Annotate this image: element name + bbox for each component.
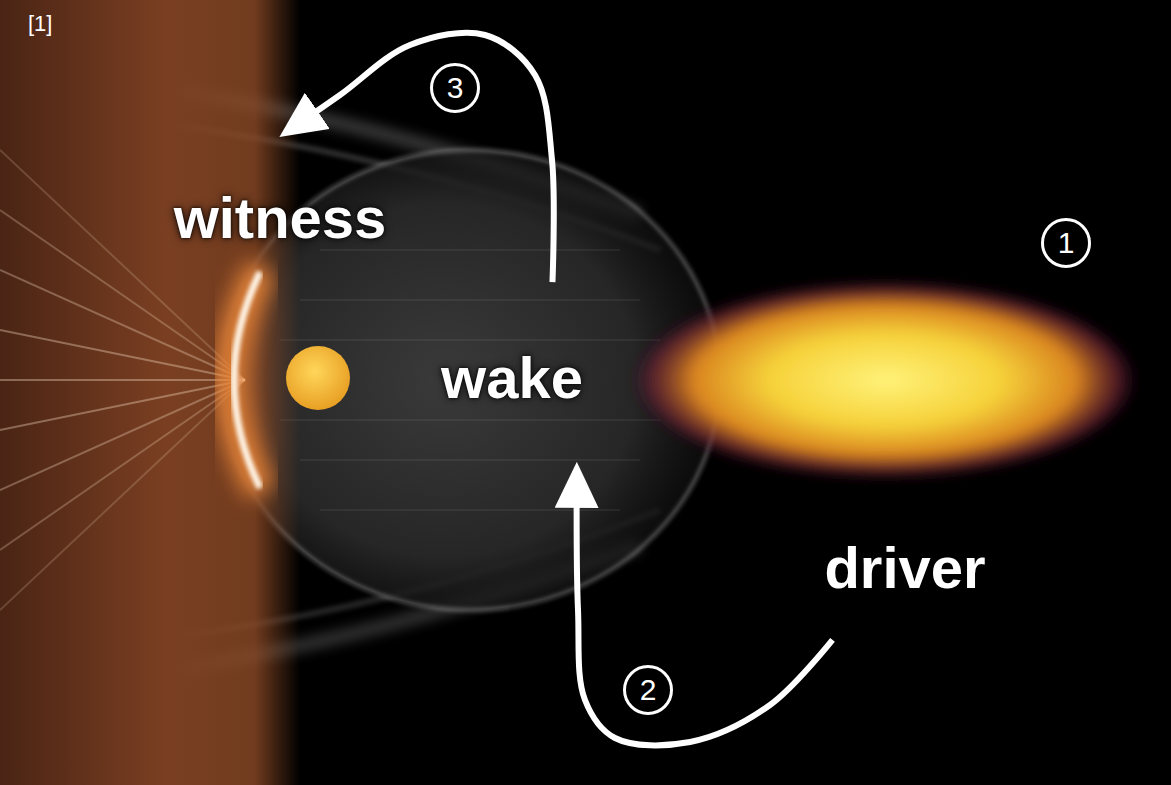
crescent-glow <box>231 268 262 492</box>
reference-mark: [1] <box>28 12 52 36</box>
crescent <box>234 272 260 488</box>
bunch-label-box: witness <box>164 140 397 258</box>
bunch-label: wake <box>441 346 583 410</box>
callout-circle: 1 <box>1041 218 1091 268</box>
bunch-label-box: wake <box>431 286 593 470</box>
callout-number: 2 <box>640 675 657 705</box>
plasma-region <box>0 0 300 785</box>
callout-circle: 3 <box>430 63 480 113</box>
bunch-label-box: driver <box>814 530 995 636</box>
connector-arrow <box>577 474 833 745</box>
witness-bunch <box>286 346 350 410</box>
bunch-label: driver <box>824 536 985 600</box>
callout-circle: 2 <box>623 665 673 715</box>
callout-number: 1 <box>1058 228 1075 258</box>
wake-streaks <box>280 250 660 510</box>
bunch-label: witness <box>174 186 387 250</box>
driver-bunch <box>630 280 1140 480</box>
callout-number: 3 <box>447 73 464 103</box>
